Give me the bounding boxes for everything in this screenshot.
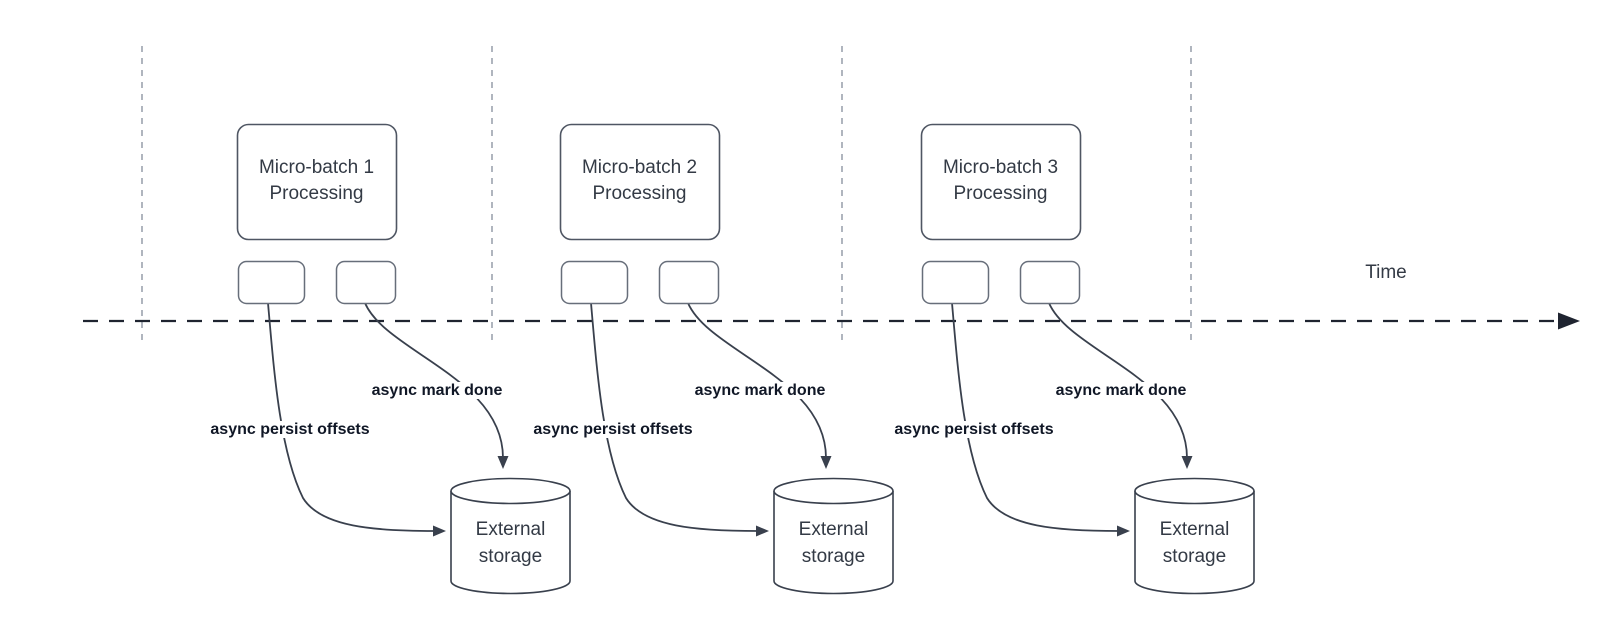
time-axis-arrowhead-icon [1558,312,1580,330]
mark-done-arrow [364,302,509,469]
mark-done-task-box [335,260,397,305]
storage-label-line1: External [1159,519,1230,540]
external-storage-label-3: External storage [1160,516,1230,570]
external-storage-label-1: External storage [476,516,546,570]
micro-batch-group-2 [559,123,894,595]
persist-offsets-task-box [560,260,629,305]
external-storage-label-2: External storage [799,516,869,570]
box-label-line1: Micro-batch 1 [258,157,375,178]
storage-cylinder-body [773,491,894,595]
storage-cylinder-top [450,477,571,505]
micro-batch-box [920,123,1082,241]
storage-cylinder-body [450,491,571,595]
mark-done-arrow [687,302,832,469]
micro-batch-box [559,123,721,241]
persist-offsets-label-2: async persist offsets [530,421,696,438]
storage-label-line2: storage [801,546,866,567]
persist-offsets-task-box [921,260,990,305]
mark-done-label-2: async mark done [691,382,829,399]
persist-offsets-label-3: async persist offsets [891,421,1057,438]
time-axis-label: Time [1365,262,1407,283]
micro-batch-group-3 [920,123,1255,595]
micro-batch-1-box-label: Micro-batch 1 Processing [259,155,374,207]
storage-cylinder-top [773,477,894,505]
storage-label-line1: External [475,519,546,540]
mark-done-task-box [658,260,720,305]
micro-batch-group-1 [236,123,571,595]
storage-label-line1: External [798,519,869,540]
mark-done-arrow [1048,302,1193,469]
storage-label-line2: storage [478,546,543,567]
box-label-line2: Processing [953,183,1048,204]
micro-batch-box [236,123,398,241]
micro-batch-3-box-label: Micro-batch 3 Processing [943,155,1058,207]
storage-cylinder-body [1134,491,1255,595]
box-label-line2: Processing [592,183,687,204]
persist-offsets-arrow [951,302,1130,537]
storage-cylinder-top [1134,477,1255,505]
persist-offsets-label-1: async persist offsets [207,421,373,438]
persist-offsets-arrow [590,302,769,537]
mark-done-task-box [1019,260,1081,305]
mark-done-label-3: async mark done [1052,382,1190,399]
persist-offsets-task-box [237,260,306,305]
persist-offsets-arrow [267,302,446,537]
mark-done-label-1: async mark done [368,382,506,399]
box-label-line1: Micro-batch 2 [581,157,698,178]
storage-label-line2: storage [1162,546,1227,567]
box-label-line2: Processing [269,183,364,204]
box-label-line1: Micro-batch 3 [942,157,1059,178]
micro-batch-2-box-label: Micro-batch 2 Processing [582,155,697,207]
